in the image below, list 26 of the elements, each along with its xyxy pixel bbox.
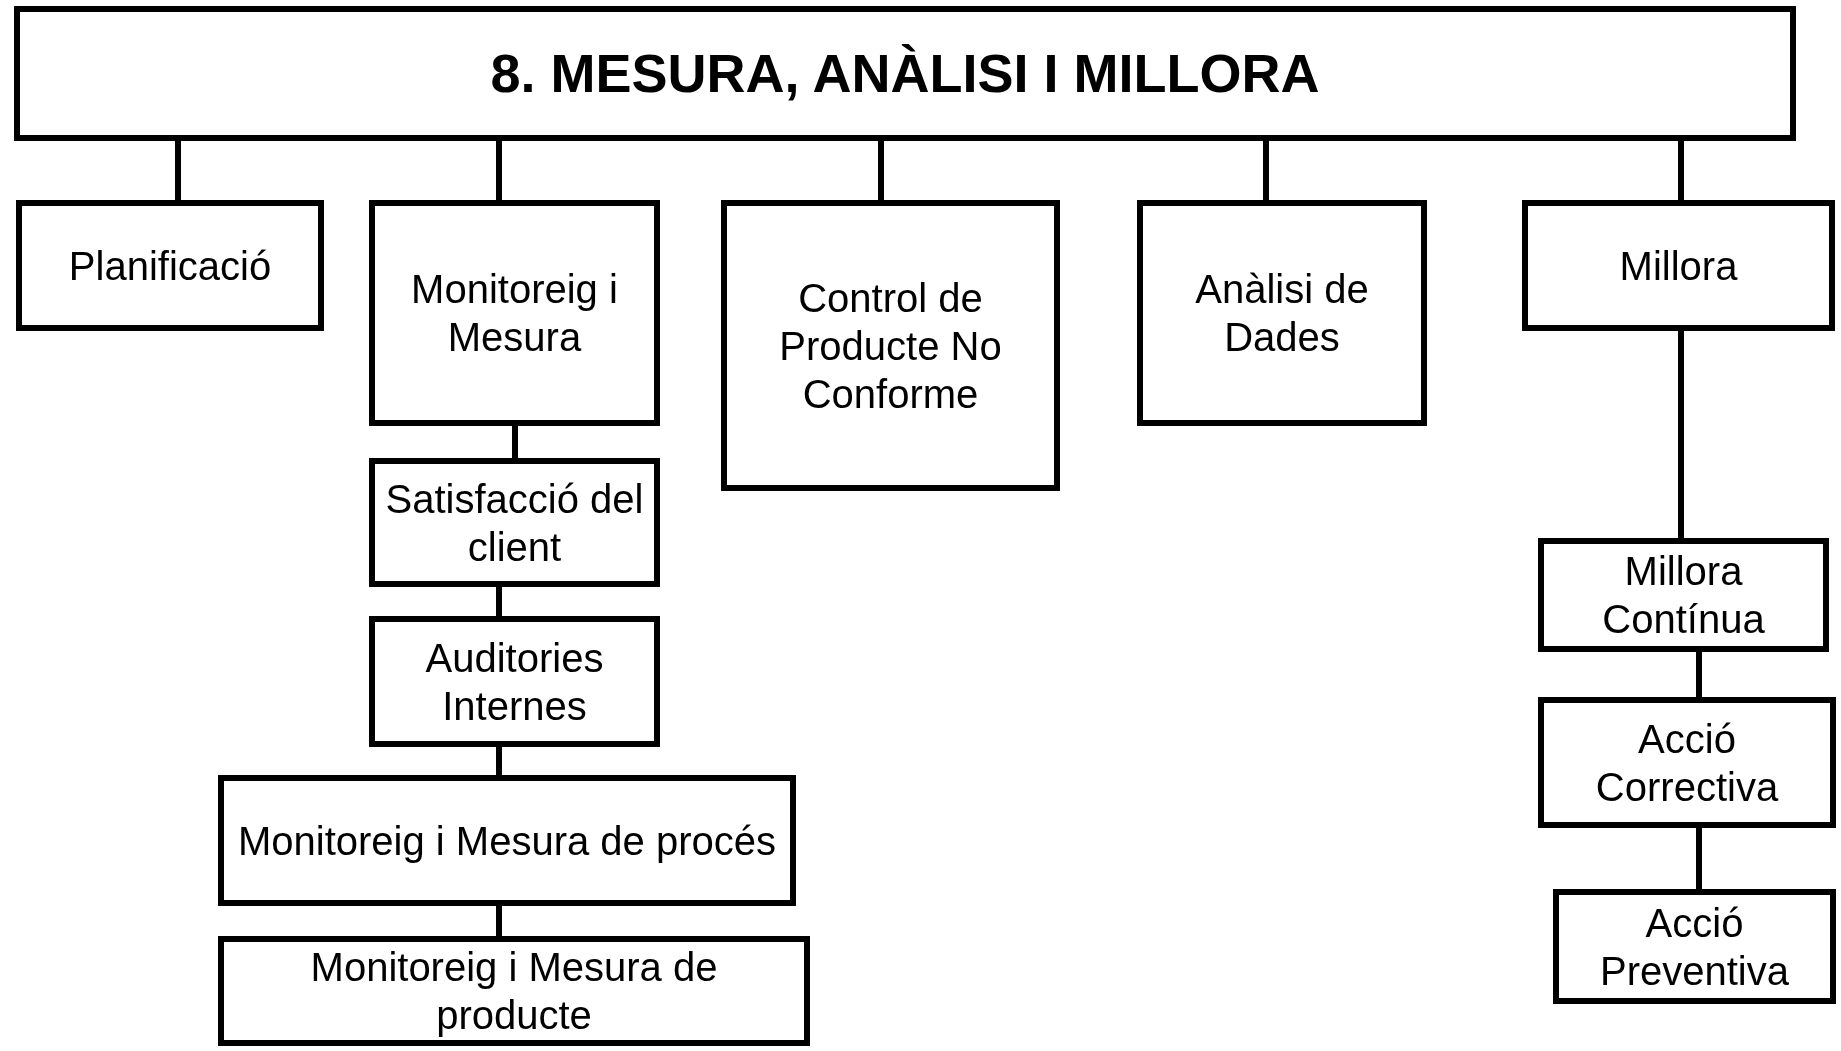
process-box [1538,697,1836,828]
process-box [721,200,1060,491]
process-box [1553,889,1836,1004]
box-label: Monitoreig i Mesura [410,266,619,361]
process-box [369,616,660,747]
box-label: 8. MESURA, ANÀLISI I MILLORA [490,42,1320,106]
box-label: Monitoreig i Mesura de producte [309,944,719,1039]
process-box [218,936,810,1046]
process-box [369,200,660,426]
box-label: Control de Producte No Conforme [778,274,1003,418]
process-box [1522,200,1835,331]
process-box [218,775,796,906]
box-label: Planificació [68,242,272,290]
box-label: Millora [1619,242,1738,290]
process-box [369,458,660,587]
box-label: Monitoreig i Mesura de procés [238,817,776,865]
process-box [1137,200,1427,426]
process-box [1538,538,1829,652]
box-label: Millora Contínua [1601,548,1766,643]
process-box [16,200,324,331]
box-label: Acció Preventiva [1599,899,1790,995]
header-box [14,6,1796,141]
box-label: Acció Correctiva [1594,715,1780,811]
box-label: Satisfacció del client [385,475,644,571]
box-label: Anàlisi de Dades [1194,266,1370,361]
box-label: Auditories Internes [424,634,605,730]
